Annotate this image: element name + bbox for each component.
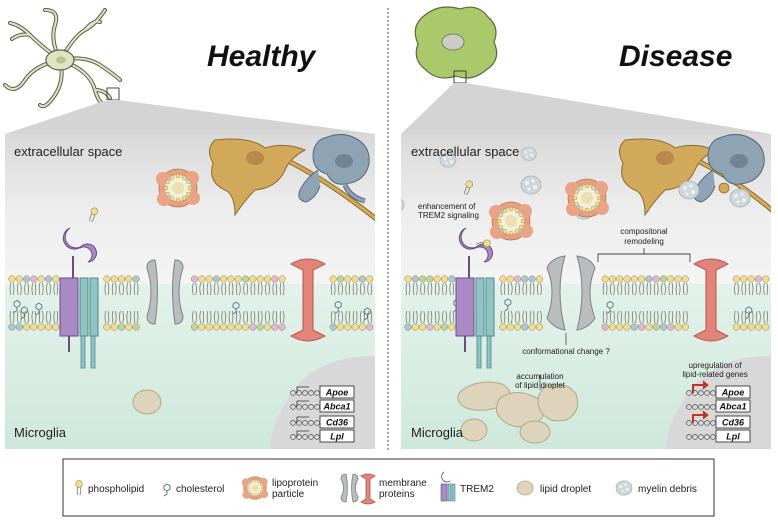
legend-lipoprotein-label: lipoprotein [272,478,318,489]
healthy-zoom-cone [5,100,375,134]
disease-trem2-receptor [455,227,495,369]
disease-oligodendrocyte-icon [693,134,765,203]
disease-channel-protein [546,255,596,331]
legend-membrane-proteins-icon [340,473,376,505]
healthy-title: Healthy [207,40,317,73]
legend-myelin-debris-label: myelin debris [638,484,697,495]
disease-zoom-cone [401,83,771,134]
legend-lipoprotein-label-2: particle [272,489,305,500]
disease-gene-cd36: Cd36 [722,418,745,428]
legend: phospholipid cholesterol lipoprotein par… [62,458,715,517]
legend-lipid-droplet-label: lipid droplet [540,484,591,495]
disease-lipoprotein-particle [488,201,534,241]
legend-phospholipid-label: phospholipid [88,484,144,495]
healthy-microglia-label: Microglia [14,425,67,440]
annotation-upregulation-2: lipid-related genes [682,370,747,379]
annotation-droplet-accumulation-2: of lipid droplet [515,381,566,390]
healthy-membrane-protein [289,258,327,342]
disease-gene-apoe: Apoe [721,388,745,398]
healthy-lipid-droplet [132,389,162,415]
legend-lipoprotein-icon [241,476,269,500]
healthy-gene-abca1: Abca1 [322,402,350,412]
healthy-gene-cd36: Cd36 [326,418,349,428]
disease-gene-list: Apoe Abca1 Cd36 Lpl [685,380,751,443]
annotation-trem2-enhancement: enhancement of [418,202,476,211]
disease-myelin-debris [401,197,405,213]
annotation-droplet-accumulation: accumulation [516,372,563,381]
disease-myelin-debris [520,146,537,161]
legend-lipid-droplet-icon [516,480,534,496]
healthy-gene-list: Apoe Abca1 Cd36 Lpl [289,385,355,443]
healthy-membrane-bilayer [8,275,374,331]
healthy-oligodendrocyte-icon [298,134,370,204]
disease-extracellular-label: extracellular space [411,144,519,159]
disease-panel [401,134,771,449]
disease-membrane-protein [692,258,730,342]
disease-gene-lpl: Lpl [726,432,740,442]
healthy-lipoprotein-particle [155,168,201,208]
disease-lipoprotein-particle [564,178,610,218]
annotation-conformational-change: conformational change ? [522,347,610,356]
disease-title: Disease [619,40,732,73]
legend-trem2-label: TREM2 [460,484,494,495]
disease-myelin-debris [678,180,700,200]
remodeling-bracket [597,248,691,262]
disease-gene-abca1: Abca1 [718,402,746,412]
healthy-neuron-icon [209,138,375,222]
healthy-channel-protein [146,259,184,325]
disease-myelin-debris [729,188,751,208]
annotation-remodeling: compositonal [620,227,667,236]
disease-lipid-droplets [457,381,579,444]
disease-microglia-label: Microglia [411,425,464,440]
legend-cholesterol-label: cholesterol [176,484,224,495]
legend-membrane-proteins-label: membrane [379,478,427,489]
annotation-trem2-enhancement-2: TREM2 signaling [418,211,479,220]
legend-membrane-proteins-label-2: proteins [379,489,415,500]
annotation-remodeling-2: remodeling [624,237,664,246]
healthy-gene-lpl: Lpl [330,432,344,442]
disease-membrane-bilayer [404,275,770,331]
healthy-extracellular-label: extracellular space [14,144,122,159]
legend-trem2-icon [440,471,456,502]
annotation-upregulation: upregulation of [689,361,743,370]
disease-microglia-icon [414,6,498,84]
healthy-microglia-icon [3,8,122,109]
legend-myelin-debris-icon [615,480,633,496]
healthy-gene-apoe: Apoe [325,388,349,398]
disease-neuron-icon [619,138,771,217]
healthy-trem2-receptor [59,227,99,369]
disease-myelin-debris [520,175,542,195]
